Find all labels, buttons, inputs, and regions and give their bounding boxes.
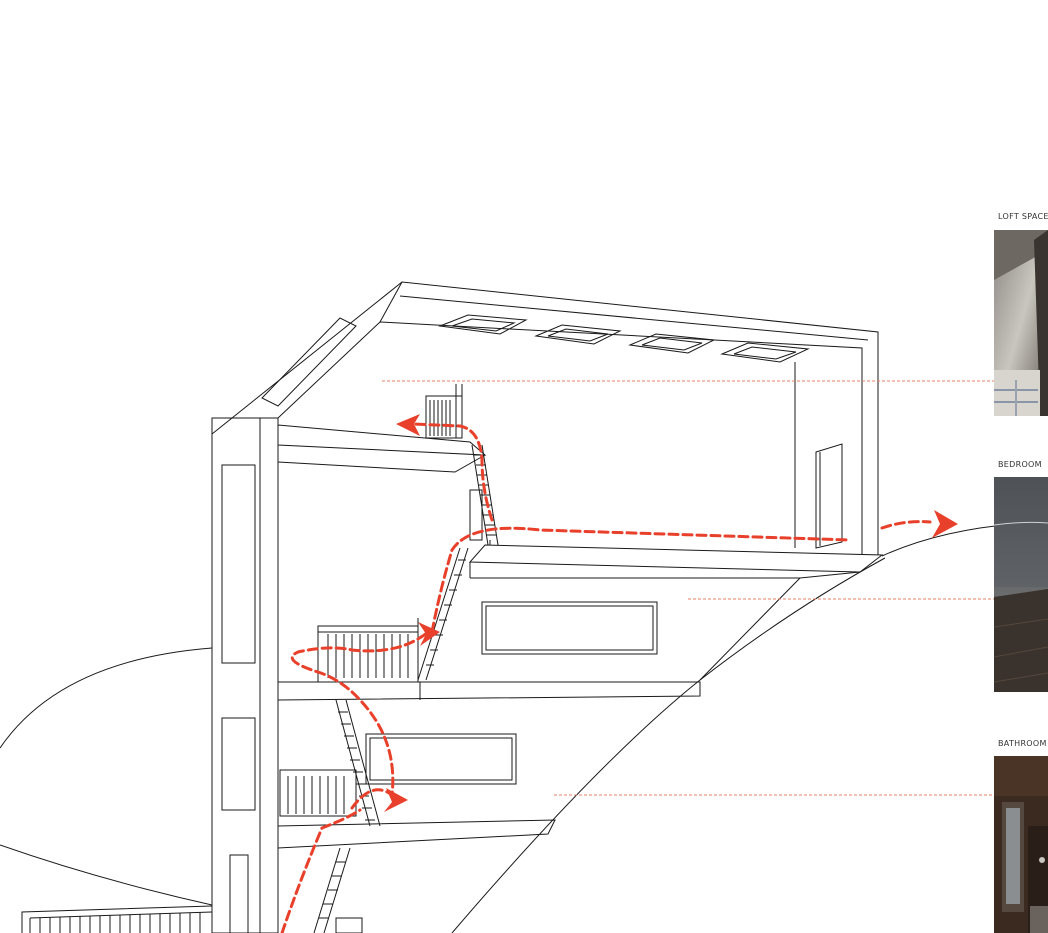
skylight-2 xyxy=(534,324,622,345)
circulation-path xyxy=(280,422,932,933)
bathroom-window xyxy=(365,733,517,785)
path-exit xyxy=(880,520,932,530)
lower-balusters xyxy=(287,776,345,814)
photo-bedroom xyxy=(994,477,1048,692)
tower-front xyxy=(211,417,261,933)
roof-inner xyxy=(277,321,863,555)
bottom-stair-rail xyxy=(335,917,363,933)
room-label-loft: LOFT SPACE xyxy=(998,212,1048,221)
roof-eave xyxy=(379,281,403,323)
skylight-3-inner xyxy=(641,337,703,351)
skylight-1 xyxy=(438,314,528,335)
terrain-left-curve xyxy=(0,647,213,749)
bottom-stair xyxy=(313,847,351,933)
path-middle xyxy=(430,526,852,634)
arrowhead-middle xyxy=(418,622,440,646)
skylight-3 xyxy=(628,333,716,354)
hill-slope xyxy=(451,557,886,933)
path-upper xyxy=(412,422,494,522)
arrowhead-loft xyxy=(396,414,420,436)
upper-stair-rail xyxy=(469,489,483,541)
door xyxy=(815,443,843,549)
tower-window-1 xyxy=(221,464,256,664)
hill-slope-inner xyxy=(699,577,801,681)
room-label-bathroom: BATHROOM xyxy=(998,739,1047,748)
loft-railing xyxy=(425,395,463,439)
loft-slab-under xyxy=(277,454,486,473)
tower-window-3 xyxy=(229,854,249,933)
arrowheads xyxy=(384,414,958,812)
building-linework xyxy=(0,281,1048,933)
room-label-bedroom: BEDROOM xyxy=(998,460,1042,469)
skylight-2-inner xyxy=(547,328,609,342)
roof-top-edge xyxy=(399,295,869,341)
tower-window-2 xyxy=(221,717,256,811)
middle-balusters xyxy=(327,634,409,678)
main-slab-under xyxy=(470,571,861,579)
bedroom-window xyxy=(481,601,658,655)
roof-outline xyxy=(211,281,879,555)
main-floor-slab xyxy=(468,544,884,573)
deck-balusters xyxy=(29,912,201,933)
photo-loft-space xyxy=(994,230,1048,416)
lower-railing xyxy=(279,769,357,817)
skylight-1-inner xyxy=(451,318,516,332)
bedroom-floor-slab xyxy=(277,681,701,701)
skylight-4 xyxy=(720,342,810,363)
loft-slab xyxy=(277,424,487,456)
middle-stair xyxy=(417,547,469,681)
skylight-4-inner xyxy=(733,346,797,360)
terrain-left-lower xyxy=(0,844,213,906)
roof-window-slanted xyxy=(261,317,357,407)
path-bottom xyxy=(280,808,362,933)
photo-bathroom xyxy=(994,756,1048,933)
guide-lines xyxy=(382,380,994,796)
arrowhead-lower xyxy=(384,788,408,812)
tower-side xyxy=(259,417,279,933)
bathroom-floor-slab xyxy=(277,819,556,849)
deck-railing xyxy=(21,905,213,933)
loft-balusters xyxy=(429,400,451,436)
arrowhead-exit xyxy=(932,510,958,538)
